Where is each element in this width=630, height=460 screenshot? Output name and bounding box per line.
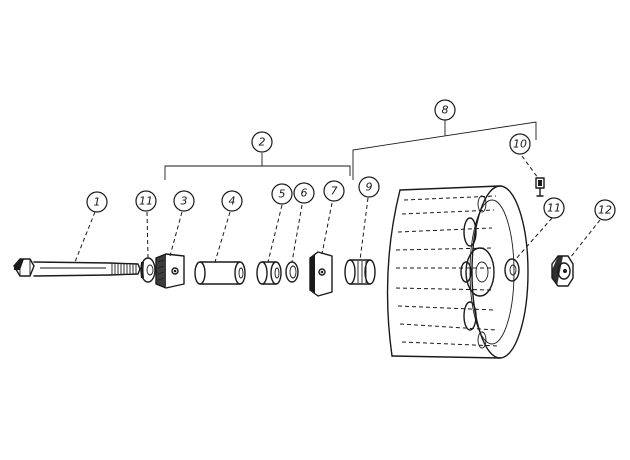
svg-text:11: 11: [547, 202, 561, 215]
svg-text:5: 5: [279, 188, 286, 201]
ring-part: [285, 261, 299, 283]
callout-10: 10: [509, 133, 531, 155]
washer-left-part: [140, 257, 156, 283]
svg-text:10: 10: [513, 138, 527, 151]
callout-11-left: 11: [135, 190, 157, 212]
grease-fitting-part: [535, 177, 545, 197]
svg-text:7: 7: [331, 185, 338, 198]
callout-6: 6: [293, 182, 315, 204]
svg-text:2: 2: [259, 136, 266, 149]
svg-text:9: 9: [366, 181, 373, 194]
bolt-part: [13, 258, 141, 277]
svg-text:3: 3: [181, 195, 188, 208]
leader-lines: [74, 155, 601, 263]
callout-7: 7: [323, 180, 345, 202]
mounting-plate-part: [155, 253, 185, 289]
bushing-part: [256, 261, 282, 285]
callout-12: 12: [594, 199, 616, 221]
callout-11-right: 11: [543, 197, 565, 219]
bracket-group-2: [164, 153, 351, 180]
svg-text:1: 1: [94, 196, 101, 209]
roller-bearing-part: [344, 259, 376, 285]
callout-8: 8: [434, 99, 456, 121]
callout-1: 1: [86, 191, 108, 213]
callout-3: 3: [173, 190, 195, 212]
svg-text:6: 6: [301, 187, 308, 200]
wheel-part: [386, 185, 529, 359]
callout-9: 9: [358, 176, 380, 198]
callout-4: 4: [221, 190, 243, 212]
spacer-tube-part: [194, 261, 246, 285]
svg-text:12: 12: [598, 204, 612, 217]
svg-text:4: 4: [229, 195, 236, 208]
callout-2: 2: [251, 131, 273, 153]
bracket-group-8: [352, 120, 537, 180]
svg-text:11: 11: [139, 195, 153, 208]
washer-right-part: [504, 258, 520, 282]
callout-5: 5: [271, 183, 293, 205]
seal-plate-part: [309, 251, 333, 297]
svg-text:8: 8: [442, 104, 449, 117]
hex-nut-part: [551, 255, 574, 287]
